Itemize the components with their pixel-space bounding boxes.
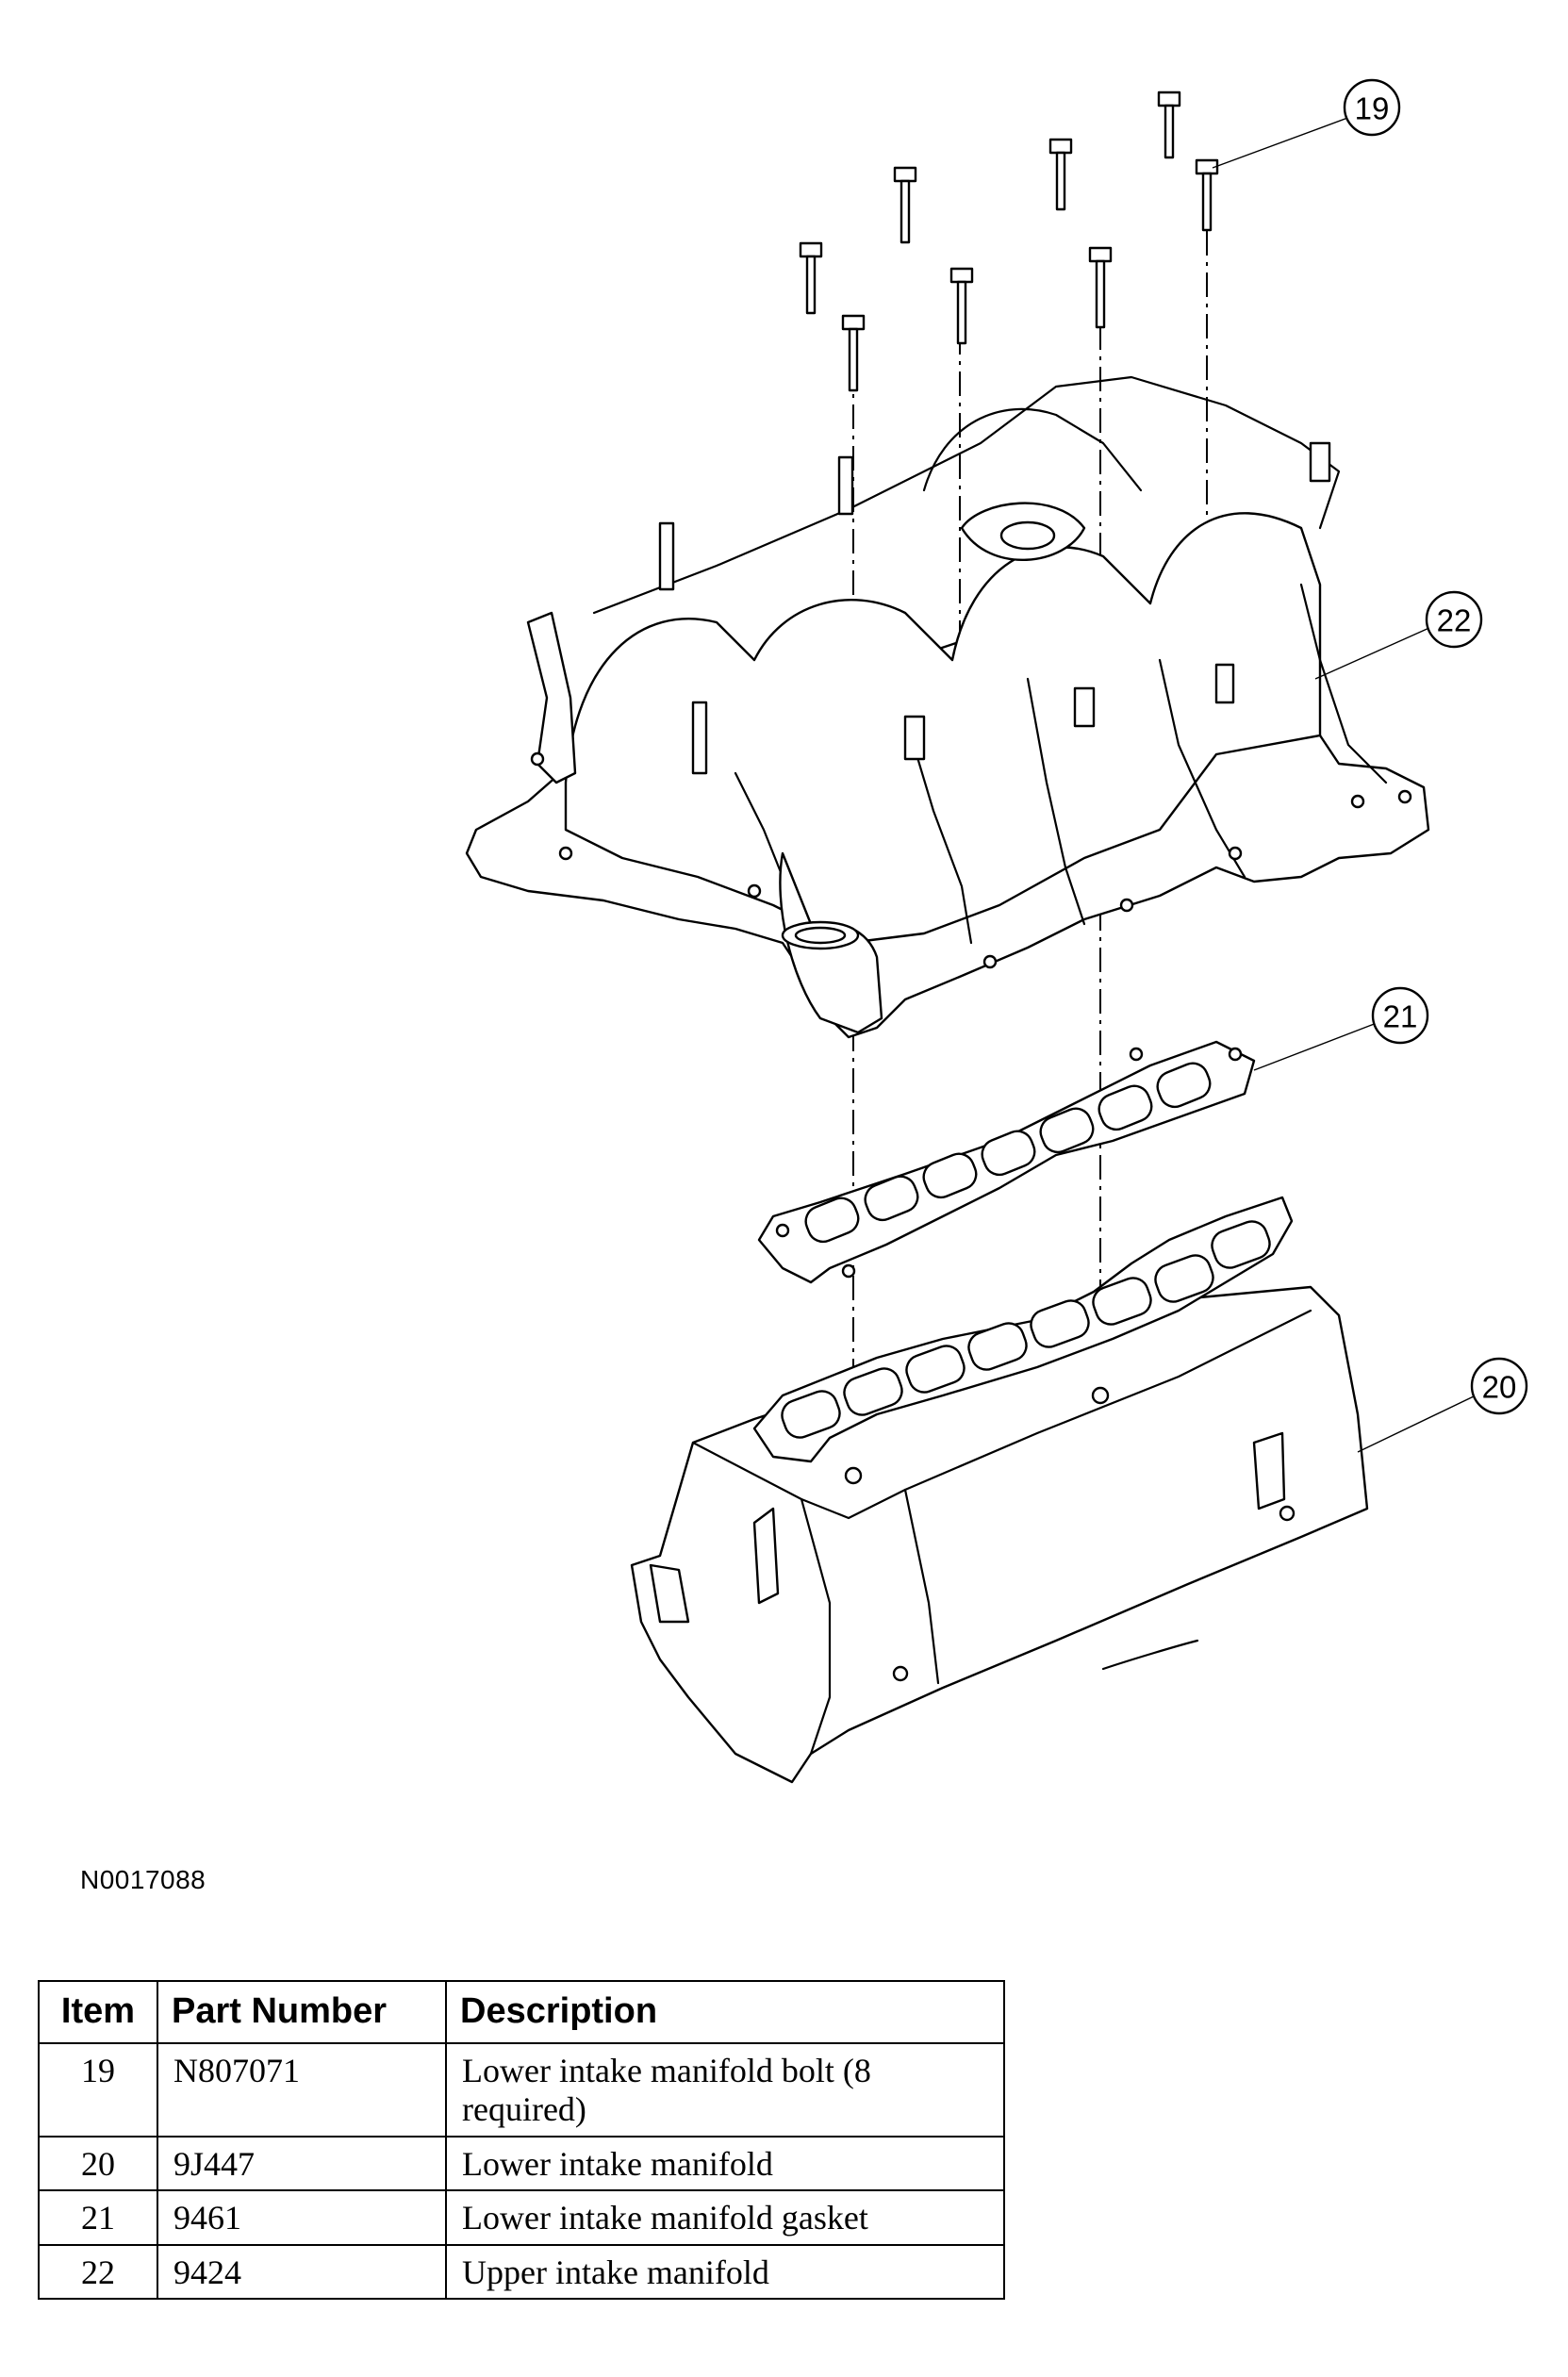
cell-description: Lower intake manifold gasket	[445, 2189, 1005, 2246]
table-row: 19 N807071 Lower intake manifold bolt (8…	[38, 2042, 1005, 2138]
cell-part-number: 9424	[157, 2243, 447, 2300]
table-row: 21 9461 Lower intake manifold gasket	[38, 2189, 1005, 2246]
header-item: Item	[38, 1980, 158, 2044]
callout-19-label: 19	[1355, 91, 1390, 126]
cell-description: Upper intake manifold	[445, 2243, 1005, 2300]
table-row: 22 9424 Upper intake manifold	[38, 2243, 1005, 2300]
cell-item: 22	[38, 2243, 158, 2300]
bolts-drawing	[799, 91, 1219, 392]
lower-intake-manifold-drawing	[630, 1196, 1369, 1784]
exploded-view-diagram: 19 22 21 20	[465, 78, 1528, 1784]
table-row: 20 9J447 Lower intake manifold	[38, 2135, 1005, 2192]
upper-intake-manifold-drawing	[465, 375, 1430, 1039]
callout-20: 20	[1470, 1357, 1528, 1415]
table-header-row: Item Part Number Description	[38, 1980, 1005, 2044]
cell-part-number: N807071	[157, 2042, 447, 2138]
parts-table: Item Part Number Description 19 N807071 …	[38, 1980, 1005, 2300]
header-part-number: Part Number	[157, 1980, 447, 2044]
callout-19: 19	[1343, 78, 1401, 137]
callout-22-label: 22	[1437, 603, 1472, 638]
callout-22: 22	[1425, 590, 1483, 649]
cell-item: 19	[38, 2042, 158, 2138]
callout-21-label: 21	[1383, 999, 1418, 1034]
header-description: Description	[445, 1980, 1005, 2044]
callout-21: 21	[1371, 986, 1429, 1045]
figure-id: N0017088	[80, 1865, 206, 1894]
cell-part-number: 9J447	[157, 2135, 447, 2192]
callout-leaders	[1212, 116, 1477, 1453]
cell-item: 21	[38, 2189, 158, 2246]
callout-20-label: 20	[1482, 1370, 1517, 1405]
cell-part-number: 9461	[157, 2189, 447, 2246]
cell-item: 20	[38, 2135, 158, 2192]
gasket-drawing	[757, 1040, 1256, 1284]
cell-description: Lower intake manifold	[445, 2135, 1005, 2192]
cell-description: Lower intake manifold bolt (8 required)	[445, 2042, 1005, 2138]
